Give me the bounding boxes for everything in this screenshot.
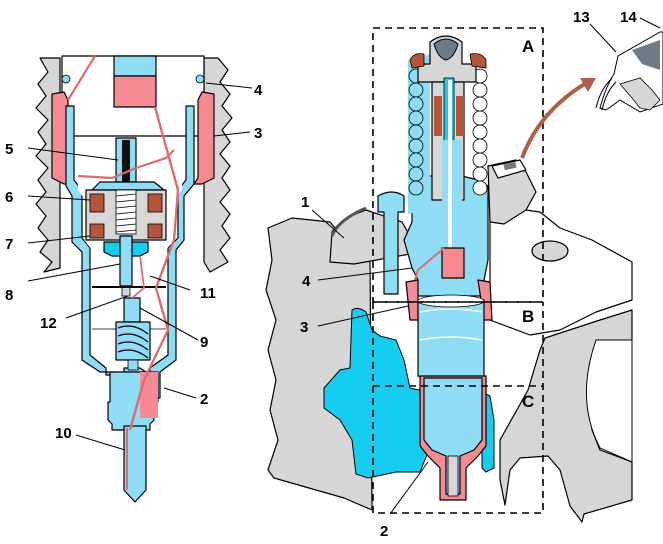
label-3-clamping-nut-right: 3 — [300, 319, 308, 336]
solenoid-cap — [91, 181, 165, 191]
zone-box-bc — [372, 302, 544, 514]
left-labels: 4 3 5 6 7 8 11 12 9 2 10 — [5, 82, 263, 442]
o-ring-right — [195, 74, 205, 84]
needle-neck — [127, 359, 139, 371]
detail-light-fill — [619, 77, 661, 111]
label-11-high-pressure-line: 11 — [200, 285, 216, 302]
detail-dark-plate — [632, 40, 660, 70]
label-8-control-valve: 8 — [5, 287, 13, 304]
label-1-clamp: 1 — [301, 194, 309, 211]
nozzle-holder-top — [417, 294, 485, 308]
label-9-needle-piston: 9 — [200, 334, 208, 351]
nozzle-tip — [447, 455, 459, 497]
detail-arrow-head — [580, 78, 596, 92]
zone-label-c: C — [522, 392, 534, 411]
right-callout-leaders — [311, 17, 661, 515]
control-valve-stem — [119, 235, 133, 287]
clamp-bolt — [377, 191, 405, 295]
label-12-inlet-restrictor: 12 — [40, 315, 57, 332]
connector-terminal — [503, 161, 517, 171]
zone-boxes: A B C — [372, 27, 544, 514]
detail-arrow-shaft — [520, 80, 590, 159]
label-10-nozzle-needle: 10 — [55, 425, 72, 442]
left-injector-section — [35, 55, 233, 503]
label-13-detail: 13 — [573, 9, 590, 26]
nozzle-needle — [123, 425, 147, 503]
right-labels: 1 4 3 2 13 14 — [300, 9, 637, 540]
engine-block-right-edge — [585, 339, 633, 463]
plunger-center — [448, 80, 452, 260]
follower-seal-left — [409, 53, 425, 69]
label-2-nozzle-right: 2 — [380, 523, 388, 540]
solenoid-coil-upper-right — [147, 193, 163, 213]
solenoid-coil-lower-left — [89, 223, 105, 239]
needle-piston — [123, 297, 141, 323]
high-pressure-line-main — [128, 106, 180, 431]
solenoid-coil-upper-left — [89, 193, 105, 213]
label-6-solenoid-coil: 6 — [5, 189, 13, 206]
follower-seal-right — [469, 53, 487, 69]
detail-inset — [520, 31, 663, 159]
solenoid-coil-lower-right — [147, 223, 163, 239]
reservoir-fuel-blue — [113, 55, 157, 77]
label-2-nozzle-holder: 2 — [200, 391, 208, 408]
nozzle-holder-highlight — [419, 308, 483, 341]
clamp-arm-dark — [330, 206, 367, 237]
solenoid-spring — [115, 189, 137, 235]
solenoid-core — [122, 140, 130, 182]
label-4-o-ring-right: 4 — [302, 273, 311, 290]
zone-label-a: A — [522, 37, 534, 56]
label-4-o-ring: 4 — [254, 82, 263, 99]
o-ring-left — [61, 74, 71, 84]
engine-block-top-right — [489, 204, 633, 336]
follower-cup — [433, 38, 459, 61]
needle-spring-housing — [115, 321, 151, 361]
needle-spring-coils — [117, 325, 149, 359]
zone-label-b: B — [522, 307, 534, 326]
detail-pin-lines — [595, 77, 617, 111]
injector-return-spring — [408, 54, 488, 214]
right-installed-section — [265, 35, 633, 523]
barrel-brown-insert-right — [456, 96, 464, 136]
high-pressure-chamber — [441, 247, 465, 279]
reservoir-high-pressure — [113, 75, 157, 108]
coolant-jacket — [323, 307, 429, 479]
barrel-brown-insert-left — [434, 96, 442, 136]
left-callout-leaders — [27, 82, 253, 451]
label-14-detail: 14 — [620, 9, 637, 26]
nozzle-red-insert — [140, 372, 158, 418]
label-5-solenoid-stem: 5 — [5, 141, 13, 158]
high-pressure-line-inner — [131, 255, 145, 299]
high-pressure-line-feed — [67, 55, 175, 180]
engine-block-bore — [531, 240, 569, 262]
label-7-solenoid-coil-lower: 7 — [5, 236, 13, 253]
label-3-clamping-nut: 3 — [254, 125, 262, 142]
nozzle-body — [423, 377, 483, 495]
clamping-nut-right — [193, 91, 215, 185]
